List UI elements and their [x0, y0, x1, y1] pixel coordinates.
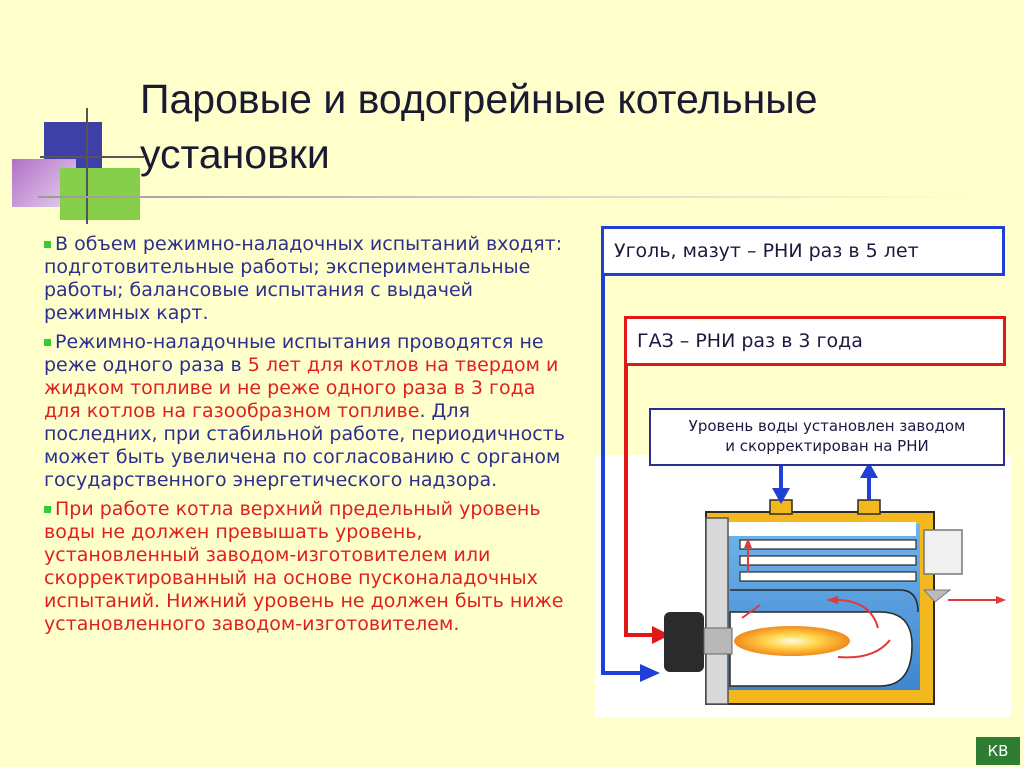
outlet-arrow-up [860, 462, 878, 500]
bullet-marker [44, 506, 51, 513]
bullet-2-text-highlight: 5 лет для котлов на твердом и жидком топ… [44, 354, 559, 422]
coal-arrowhead [640, 664, 660, 682]
bullet-3: При работе котла верхний предельный уров… [44, 498, 574, 636]
boiler-body [664, 499, 963, 705]
burner-body [664, 612, 704, 672]
deco-square-green [60, 168, 140, 220]
coal-feed-line [601, 228, 660, 682]
coal-oil-box-text: Уголь, мазут – РНИ раз в 5 лет [614, 240, 919, 262]
boiler-front-plate [705, 517, 729, 705]
gas-arrowhead [652, 626, 670, 644]
footer-badge: КВ [976, 737, 1020, 765]
burner-flame [734, 626, 850, 656]
deco-horizontal-line [40, 156, 144, 158]
bullet-list: В объем режимно-наладочных испытаний вхо… [44, 233, 574, 642]
boiler-steam-space [724, 522, 916, 536]
bullet-3-text: При работе котла верхний предельный уров… [44, 498, 564, 635]
gas-box: ГАЗ – РНИ раз в 3 года [624, 316, 1006, 366]
gas-box-text: ГАЗ – РНИ раз в 3 года [637, 330, 863, 352]
nozzle-right [857, 499, 881, 515]
bullet-2-text-b: . Для последних, при стабильной работе, … [44, 400, 565, 491]
slide-title: Паровые и водогрейные котельные установк… [140, 76, 818, 177]
bullet-1: В объем режимно-наладочных испытаний вхо… [44, 233, 574, 325]
burner-connector [703, 627, 733, 655]
bullet-1-text: В объем режимно-наладочных испытаний вхо… [44, 233, 563, 324]
bullet-marker [44, 339, 51, 346]
coal-oil-box: Уголь, мазут – РНИ раз в 5 лет [601, 226, 1005, 276]
water-level-note-line1: Уровень воды установлен заводом [688, 417, 966, 435]
bullet-2: Режимно-наладочные испытания проводятся … [44, 331, 574, 492]
title-underline [38, 196, 973, 198]
water-level-note-line2: и скорректирован на РНИ [725, 437, 929, 455]
bullet-marker [44, 241, 51, 248]
water-level-note: Уровень воды установлен заводом и скорре… [649, 408, 1005, 466]
deco-vertical-line [86, 108, 88, 224]
flue-outlet [923, 529, 963, 575]
gas-feed-line [624, 318, 670, 644]
flow-arrowheads [744, 538, 1006, 604]
boiler-tubes [739, 539, 917, 582]
bullet-2-text-a: Режимно-наладочные испытания проводятся … [44, 331, 544, 376]
